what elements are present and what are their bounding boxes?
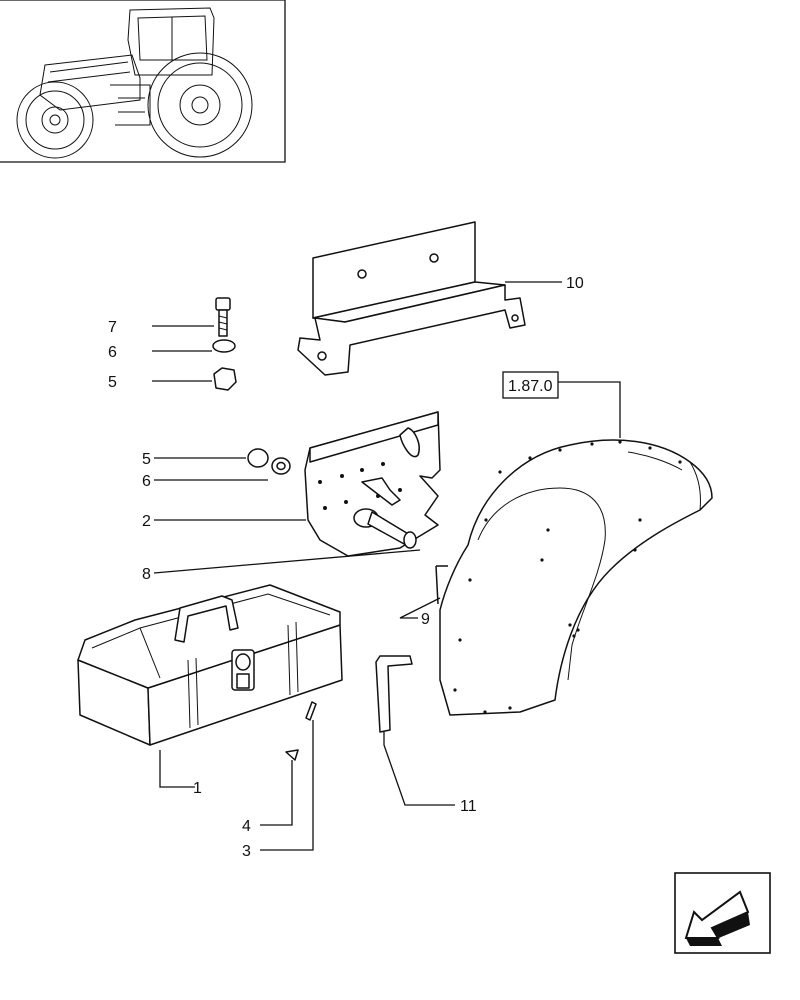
reference-label: 1.87.0 <box>508 378 553 395</box>
part-9-hook <box>435 565 448 605</box>
arrow-down-left-icon <box>684 890 750 946</box>
callout-6: 6 <box>108 344 117 361</box>
washer-6 <box>212 339 236 353</box>
callout-2: 2 <box>142 513 151 530</box>
callout-1: 1 <box>193 780 202 797</box>
callout-10: 10 <box>566 275 584 292</box>
next-page-nav[interactable] <box>674 872 771 954</box>
fender <box>439 439 713 716</box>
part-1-toolbox <box>77 584 343 746</box>
callout-8: 8 <box>142 566 151 583</box>
bolt-7 <box>215 297 231 337</box>
part-3-pin <box>305 701 317 721</box>
callout-4: 4 <box>242 818 251 835</box>
part-10-bracket <box>297 221 526 376</box>
tractor-icon <box>16 7 253 159</box>
reference-box <box>502 371 559 399</box>
tractor-thumbnail <box>0 0 286 163</box>
nut-5 <box>213 367 237 391</box>
callout-11: 11 <box>460 798 477 815</box>
nut-5-plate <box>247 448 269 468</box>
callout-9: 9 <box>421 611 430 628</box>
callout-3: 3 <box>242 843 251 860</box>
part-2-plate <box>304 411 441 557</box>
part-11-wrench <box>375 655 413 733</box>
callout-6-plate: 6 <box>142 473 151 490</box>
callout-7: 7 <box>108 319 117 336</box>
part-4-clip <box>285 749 299 761</box>
callout-5: 5 <box>108 374 117 391</box>
callout-5-plate: 5 <box>142 451 151 468</box>
